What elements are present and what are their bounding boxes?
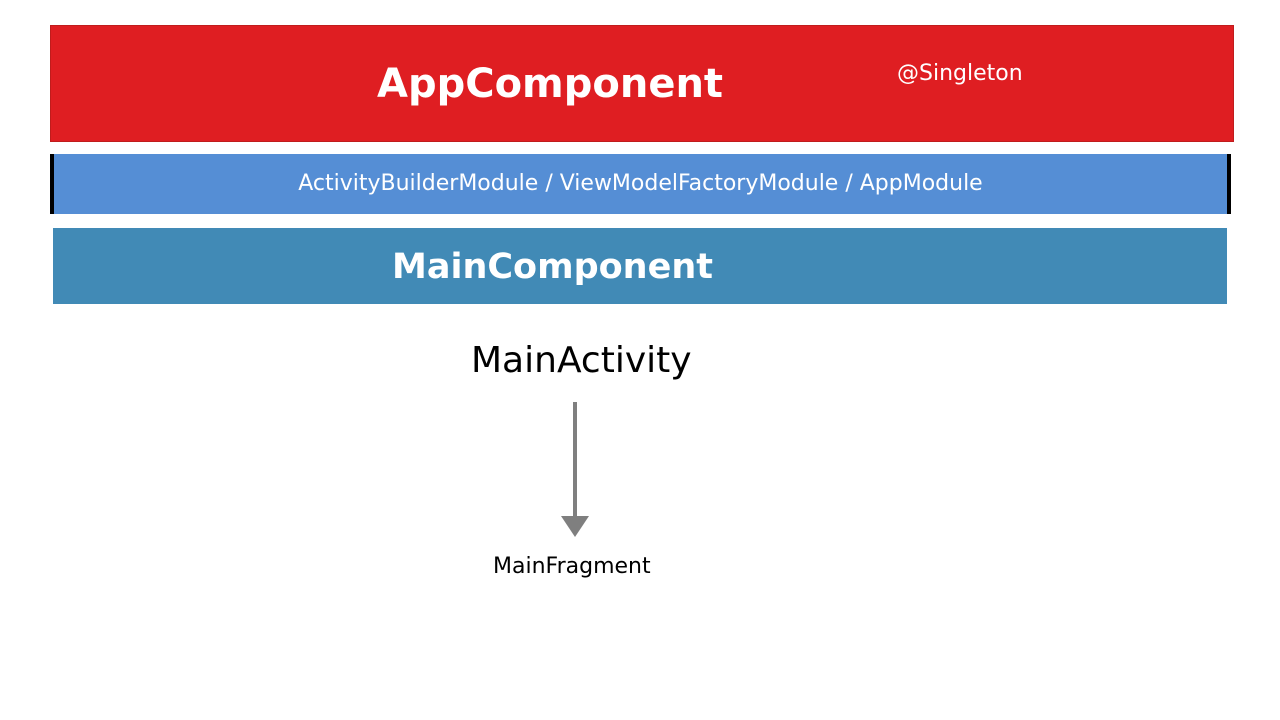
modules-bar: ActivityBuilderModule / ViewModelFactory… [50, 154, 1231, 214]
main-activity-label: MainActivity [471, 340, 692, 381]
arrow-head [561, 516, 589, 537]
main-component-box: MainComponent [53, 228, 1227, 304]
main-fragment-label: MainFragment [493, 554, 651, 579]
modules-bar-text: ActivityBuilderModule / ViewModelFactory… [298, 171, 983, 196]
app-component-box: AppComponent @Singleton [50, 25, 1234, 142]
arrow-down-icon [561, 402, 589, 537]
app-component-scope-annotation: @Singleton [897, 61, 1023, 86]
main-component-title: MainComponent [392, 247, 713, 287]
app-component-title: AppComponent [377, 61, 724, 107]
